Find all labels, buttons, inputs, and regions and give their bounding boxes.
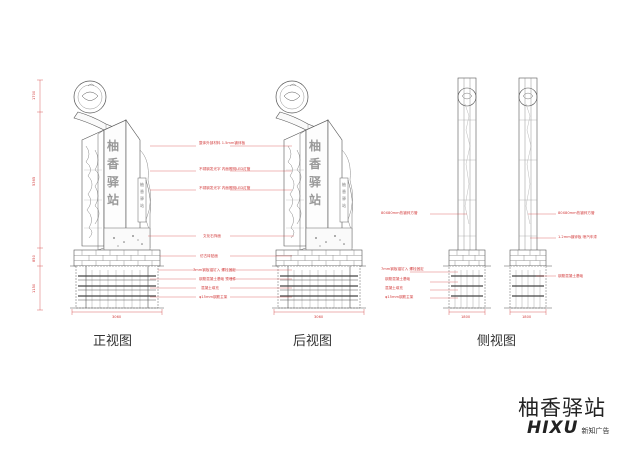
front-view-label: 正视图: [93, 334, 133, 349]
dim-1150: 1150: [32, 283, 36, 293]
note-luminous-text-2: 不锈钢发光字 内面照明LED灯管: [199, 185, 251, 190]
note-side-galvanized-plate: 1.2mm镀锌板 喷汽车漆: [558, 234, 597, 239]
note-side-tube-left: 80X80mm热镀锌方管: [381, 210, 418, 215]
brand-name: HIXU: [527, 418, 579, 438]
note-antique-brick: 仿古砖贴面: [200, 253, 218, 258]
note-side-steel-bolts: 7mm钢板锚钉入 螺栓固定: [381, 266, 424, 271]
note-side-concrete-foundation: 钢筋混凝土基础: [385, 276, 411, 281]
note-side-rebar: φ15mm钢筋主架: [385, 294, 414, 299]
dim-1700: 1700: [32, 90, 36, 100]
note-rebar-frame: φ15mm钢筋主架: [199, 294, 228, 299]
note-concrete-fill: 混凝土填充: [201, 285, 219, 290]
leader-lines-center: [148, 145, 294, 298]
note-concrete-foundation: 钢筋混凝土基础 预埋件: [199, 276, 236, 281]
side-view-left-drawing: [442, 77, 492, 309]
note-luminous-text-1: 不锈钢发光字 内面照明LED灯管: [199, 166, 251, 171]
dim-side-right-width: 1800: [522, 315, 532, 319]
note-side-concrete-fill: 混凝土填充: [385, 285, 403, 290]
note-steel-plate-bolts: 7mm钢板锚钉入 螺栓固定: [193, 267, 236, 272]
back-view-drawing: [271, 80, 367, 309]
note-culture-stone: 文化石饰面: [203, 233, 221, 238]
note-exterior-material: 整体外部材料 1.5mm镀锌板: [199, 140, 246, 145]
note-side-foundation: 钢筋混凝土基础: [558, 273, 584, 278]
dim-back-width: 3060: [314, 315, 324, 319]
project-title: 柚香驿站: [518, 396, 606, 420]
side-view-right-drawing: [503, 77, 553, 309]
side-view-label: 侧视图: [477, 334, 517, 349]
back-view-label: 后视图: [293, 334, 333, 349]
dim-side-left-width: 1800: [461, 315, 471, 319]
brand-tagline: 新知广告: [581, 427, 610, 435]
dim-front-width: 3060: [112, 315, 122, 319]
front-vertical-dimensions: [37, 79, 43, 311]
front-view-drawing: [69, 80, 165, 309]
dim-850: 850: [32, 254, 36, 262]
note-side-tube-right: 80X80mm热镀锌方管: [558, 210, 595, 215]
dim-5365: 5365: [32, 177, 36, 186]
